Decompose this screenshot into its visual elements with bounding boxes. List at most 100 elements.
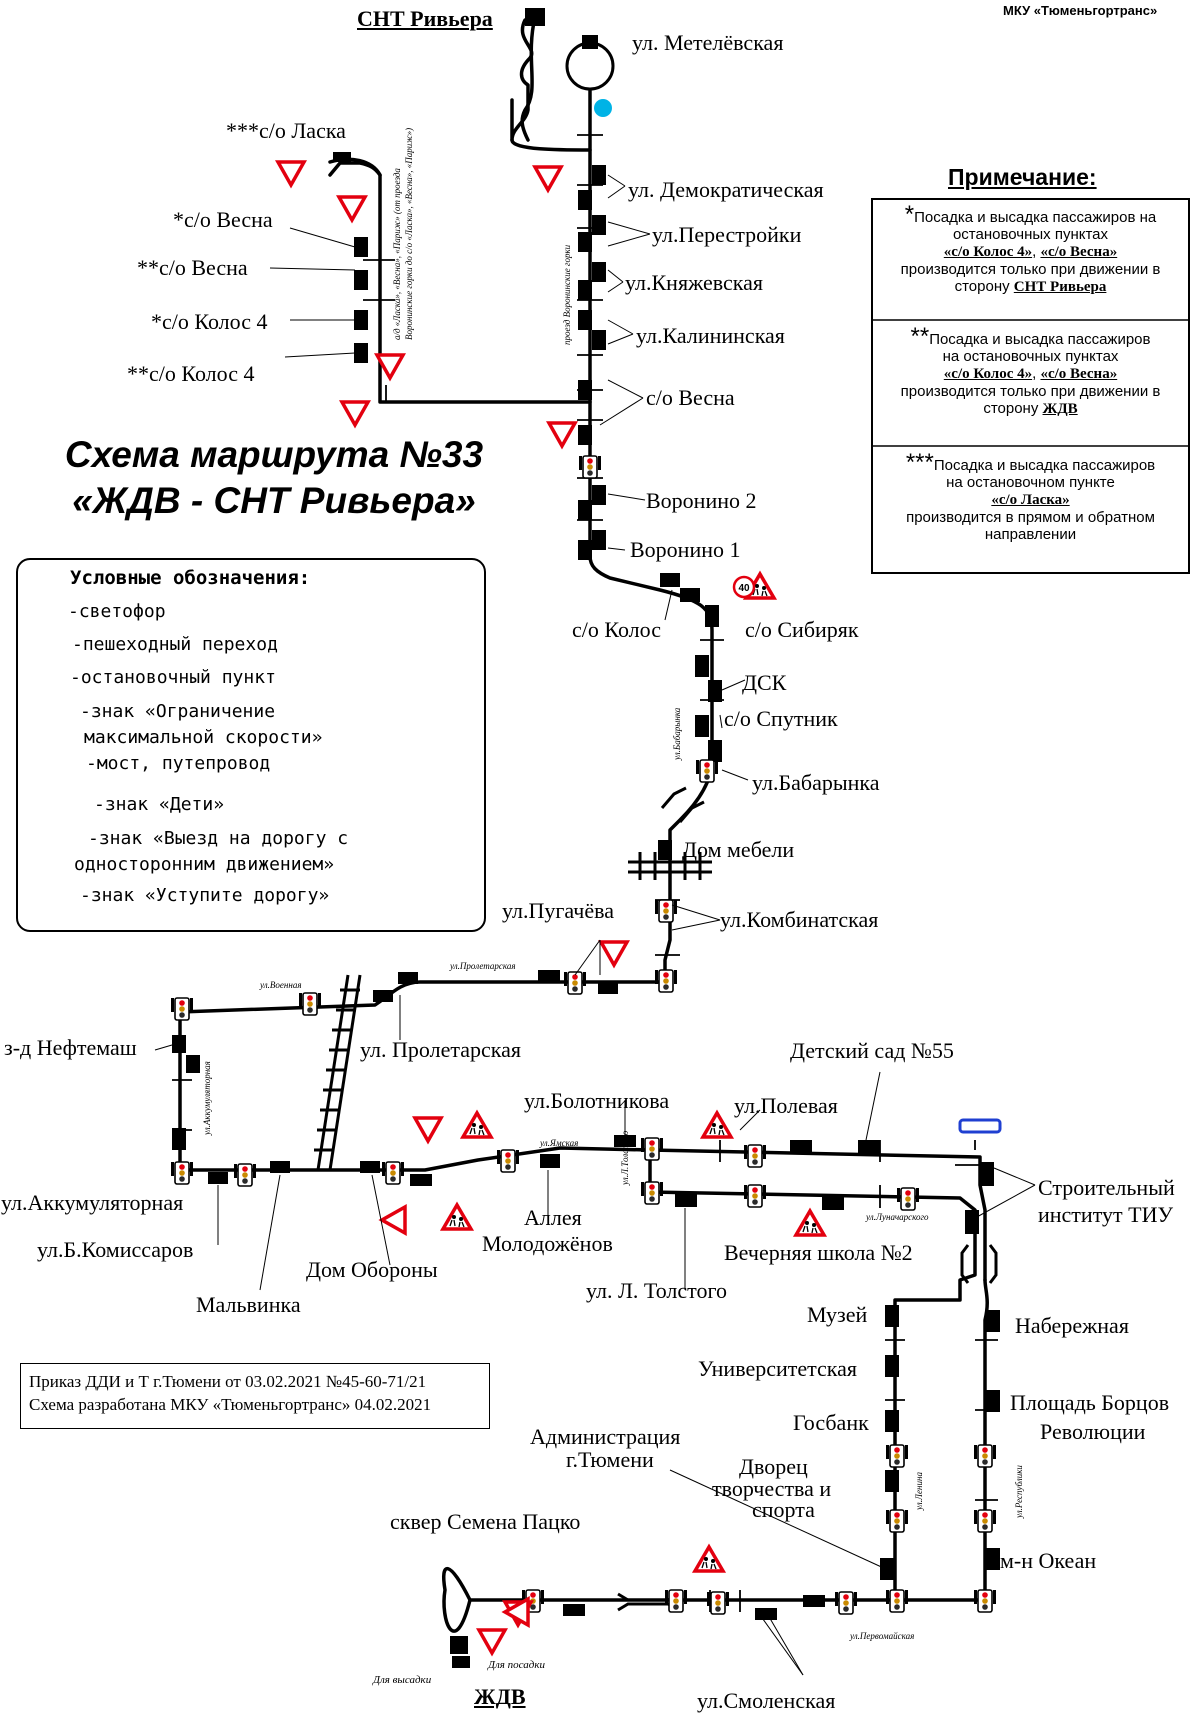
stop-dvorets-line3: спорта (752, 1497, 815, 1522)
route-line-terminal-south (442, 1567, 472, 1633)
bus-stop (885, 1305, 899, 1327)
stop-so-sputnik: с/о Спутник (724, 706, 838, 731)
stop-universitetskaya: Университетская (698, 1356, 858, 1381)
stop-akkumulyatornaya: ул.Аккумуляторная (1, 1190, 184, 1215)
bus-stop-riviera (525, 8, 545, 26)
stop-dom-mebeli: Дом мебели (682, 837, 795, 862)
bus-stop (592, 530, 606, 550)
legend-one-way-cont: односторонним движением» (74, 854, 335, 875)
branch-stop-laska: ***с/о Ласка (226, 118, 346, 143)
stop-metelevskaya: ул. Метелёвская (632, 30, 784, 55)
notes-panel: *Посадка и высадка пассажиров на останов… (871, 198, 1190, 574)
bus-stop (578, 425, 592, 445)
bus-stop (186, 1055, 200, 1073)
stop-neftemash: з-д Нефтемаш (4, 1035, 137, 1060)
street-respubliki: ул.Республики (1014, 1465, 1024, 1518)
legend-crosswalk: -пешеходный переход (72, 634, 278, 655)
street-branch-line1: а/д «Ласка», «Весна», «Париж» (от проезд… (392, 168, 402, 340)
legend-bus-stop: -остановочный пункт (70, 667, 276, 688)
street-vorono-gorki: проезд Воронинские горки (562, 244, 572, 345)
speed-limit-sign (732, 575, 756, 599)
terminal-zhdv: ЖДВ (474, 1684, 526, 1709)
stop-so-vesna: с/о Весна (646, 385, 735, 410)
legend-yield: -знак «Уступите дорогу» (80, 885, 330, 906)
stop-babarynka: ул.Бабарынка (752, 770, 880, 795)
street-proletarskaya: ул.Пролетарская (450, 961, 516, 971)
stop-so-kolos: с/о Колос (572, 617, 661, 642)
bus-stop (695, 655, 709, 677)
bus-stop (354, 270, 368, 290)
stop-voronino2: Воронино 2 (646, 488, 757, 513)
bus-stop (354, 343, 368, 363)
stop-smolenskaya: ул.Смоленская (697, 1688, 836, 1713)
bus-stop (578, 190, 592, 210)
platform-board: Для посадки (488, 1659, 545, 1671)
bus-stop (790, 1140, 812, 1154)
bus-stops (172, 8, 1000, 1668)
stop-knyazhevskaya: ул.Княжевская (625, 270, 764, 295)
stop-alleya-line2: Молодожёнов (482, 1231, 613, 1256)
branch-stop-vesna-1: *с/о Весна (173, 207, 273, 232)
bus-stop (885, 1470, 899, 1492)
branch-stop-kolos4-2: **с/о Колос 4 (127, 361, 255, 386)
order-line1: Приказ ДДИ и Т г.Тюмени от 03.02.2021 №4… (29, 1372, 427, 1391)
bus-stop (452, 1656, 470, 1668)
stop-kombinatskaya: ул.Комбинатская (720, 907, 879, 932)
bus-stop (538, 970, 560, 982)
stop-ploshchad-line1: Площадь Борцов (1010, 1390, 1170, 1415)
stop-skver-patsko: сквер Семена Пацко (390, 1509, 581, 1534)
stop-ploshchad-line2: Революции (1040, 1419, 1146, 1444)
bus-stop (980, 1162, 994, 1186)
note-1: *Посадка и высадка пассажиров на останов… (900, 201, 1161, 296)
bus-stop-laska (333, 152, 351, 162)
route-line-lunacharskogo (468, 1148, 977, 1602)
legend-panel: Условные обозначения: -светофор -пешеход… (16, 558, 486, 932)
stop-kalininskaya: ул.Калининская (636, 323, 785, 348)
street-l-tolstogo: ул.Л.Толстого (620, 1130, 630, 1185)
yield-sign-down (599, 940, 629, 967)
stop-malvinka: Мальвинка (196, 1292, 301, 1317)
bus-stop (563, 1604, 585, 1616)
bus-stop (592, 485, 606, 505)
bus-stop (592, 165, 606, 185)
bus-stop (540, 1154, 560, 1168)
note-2: **Посадка и высадка пассажиров на остано… (900, 323, 1161, 418)
bus-stop (450, 1636, 468, 1654)
one-way-sign-icon (958, 1118, 1002, 1134)
bus-stop (822, 1196, 844, 1210)
bus-stop (360, 1161, 380, 1173)
bus-stop (578, 500, 592, 520)
bus-stop (755, 1608, 777, 1620)
stop-l-tolstogo: ул. Л. Толстого (586, 1278, 727, 1303)
bus-stop (208, 1172, 228, 1184)
stop-admin-line1: Администрация (530, 1424, 681, 1449)
railway (314, 852, 712, 1171)
bus-stop (578, 540, 592, 560)
stop-polevaya: ул.Полевая (734, 1093, 838, 1118)
stop-vechernyaya: Вечерняя школа №2 (724, 1240, 913, 1265)
stop-proletarskaya: ул. Пролетарская (360, 1037, 522, 1062)
route-title-line1: Схема маршрута №33 (64, 434, 484, 475)
bus-stop (708, 740, 722, 762)
bus-stop-metelevskaya (582, 35, 598, 49)
stop-dsk: ДСК (742, 670, 787, 695)
bus-stop (675, 1193, 697, 1207)
stop-okean: м-н Океан (1000, 1548, 1097, 1573)
branch-stop-kolos4-1: *с/о Колос 4 (151, 309, 268, 334)
bus-stop (658, 840, 672, 860)
bus-stop (398, 972, 418, 984)
metelevskaya-roundabout (565, 41, 615, 91)
yield-sign-left (380, 1205, 407, 1235)
bus-stop (660, 573, 680, 587)
legend-speed-limit: -знак «Ограничение (80, 701, 276, 722)
stop-alleya-line1: Аллея (524, 1205, 582, 1230)
bus-stop (172, 1035, 186, 1053)
bus-stop (885, 1355, 899, 1377)
bus-stop (965, 1210, 979, 1234)
stop-gosbank: Госбанк (793, 1410, 869, 1435)
bus-stop (578, 232, 592, 252)
legend-bridge: -мост, путепровод (86, 753, 271, 774)
bus-stop (680, 588, 700, 602)
stop-demokraticheskaya: ул. Демократическая (628, 177, 824, 202)
street-akkumulyatornaya: ул.Аккумуляторная (202, 1061, 212, 1135)
